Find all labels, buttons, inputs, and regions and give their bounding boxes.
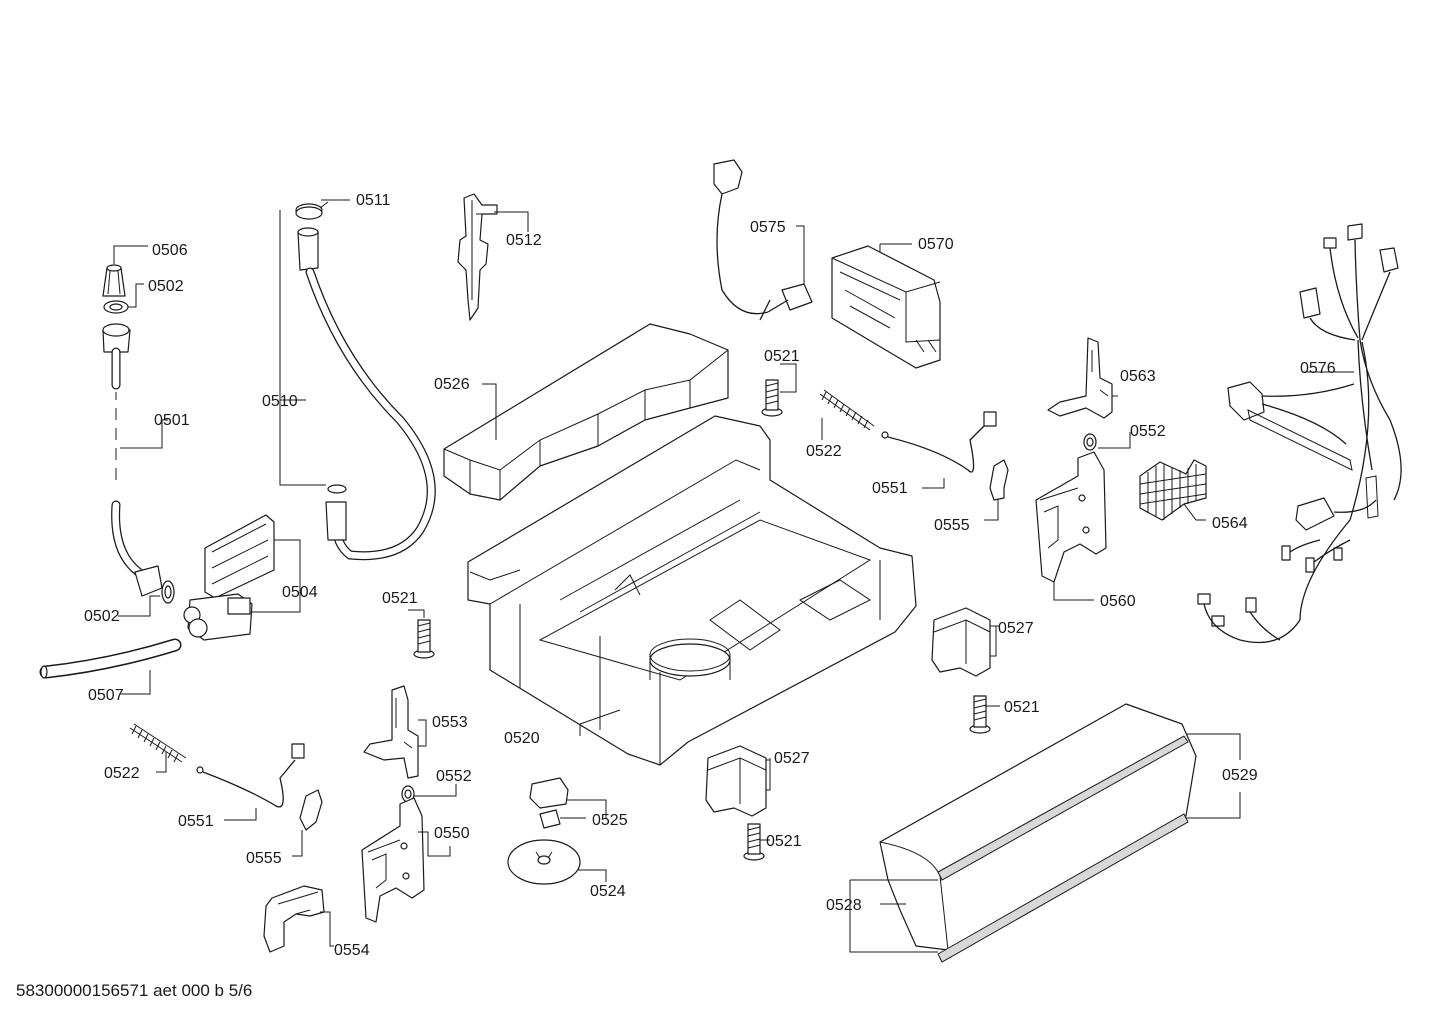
part-0555-clip-a — [989, 459, 1009, 501]
callout-0526: 0526 — [434, 376, 470, 393]
part-0512-rod — [457, 193, 498, 321]
callout-0504: 0504 — [282, 584, 318, 601]
callout-0554: 0554 — [334, 942, 370, 959]
part-0525-connector — [529, 777, 569, 829]
part-0510-drain-hose — [297, 227, 436, 561]
part-0528-strip-bottom — [937, 813, 1189, 963]
callout-0501: 0501 — [154, 412, 190, 429]
part-0521-screw-a — [761, 379, 783, 417]
part-0575-power-cord — [713, 159, 813, 321]
part-0552-nut-a — [1083, 433, 1097, 451]
callout-0512: 0512 — [506, 232, 542, 249]
part-0522-spring-a — [819, 389, 875, 431]
part-0551-sensor-b — [196, 743, 305, 808]
callout-0527: 0527 — [998, 620, 1034, 637]
callout-0507: 0507 — [88, 687, 124, 704]
callout-0522: 0522 — [104, 765, 140, 782]
document-id: 58300000156571 aet 000 b 5/6 — [16, 981, 253, 1000]
part-0555-clip-b — [299, 789, 323, 831]
part-0502-washer-bottom — [161, 580, 175, 604]
callout-0564: 0564 — [1212, 515, 1248, 532]
callout-0552: 0552 — [1130, 423, 1166, 440]
part-0506-cap — [102, 264, 126, 297]
part-0502-washer-top — [103, 300, 129, 314]
callout-0522: 0522 — [806, 443, 842, 460]
callout-0570: 0570 — [918, 236, 954, 253]
part-0528-strip-top — [937, 735, 1189, 881]
callout-0550: 0550 — [434, 825, 470, 842]
part-0570-control-module — [831, 245, 941, 369]
callout-labels: 0506 0502 0501 0502 0511 0510 0504 0507 … — [84, 192, 1336, 959]
callout-0553: 0553 — [432, 714, 468, 731]
callout-0555: 0555 — [934, 517, 970, 534]
part-0553-hinge — [363, 685, 419, 779]
part-0554-guide — [263, 885, 325, 953]
part-0564-grid-holder — [1139, 459, 1207, 521]
callout-0560: 0560 — [1100, 593, 1136, 610]
part-0520-base-tray — [467, 415, 917, 766]
callout-0575: 0575 — [750, 219, 786, 236]
callout-0510: 0510 — [262, 393, 298, 410]
part-0522-spring-b — [129, 723, 187, 763]
callout-0527: 0527 — [774, 750, 810, 767]
part-0521-screw-c — [969, 695, 991, 734]
callout-0502: 0502 — [84, 608, 120, 625]
callout-0551: 0551 — [872, 480, 908, 497]
part-0507-hose-piece — [39, 638, 182, 679]
callout-0524: 0524 — [590, 883, 626, 900]
part-0560-support — [1035, 451, 1107, 583]
part-0521-screw-b — [413, 619, 435, 659]
part-0527-foot-b — [705, 745, 767, 817]
callout-0502: 0502 — [148, 278, 184, 295]
callout-0552: 0552 — [436, 768, 472, 785]
callout-0576: 0576 — [1300, 360, 1336, 377]
callout-0529: 0529 — [1222, 767, 1258, 784]
part-0527-foot-a — [931, 607, 991, 677]
part-0504-valve-bracket — [183, 514, 275, 641]
callout-0521: 0521 — [1004, 699, 1040, 716]
callout-0511: 0511 — [356, 192, 391, 209]
leader-lines — [113, 199, 1354, 953]
part-0550-support — [361, 797, 425, 923]
callout-0563: 0563 — [1120, 368, 1156, 385]
callout-0555: 0555 — [246, 850, 282, 867]
callout-0521: 0521 — [382, 590, 418, 607]
part-0521-screw-d — [743, 823, 765, 861]
part-0511-clamp — [295, 201, 329, 220]
callout-0521: 0521 — [766, 833, 802, 850]
part-0529-plinth — [879, 703, 1197, 951]
callout-0528: 0528 — [826, 897, 862, 914]
part-0563-bracket — [1047, 337, 1113, 419]
callout-0551: 0551 — [178, 813, 214, 830]
part-0576-wire-harness — [1197, 223, 1402, 644]
callout-0520: 0520 — [504, 730, 540, 747]
callout-0525: 0525 — [592, 812, 628, 829]
callout-0521: 0521 — [764, 348, 800, 365]
callout-0506: 0506 — [152, 242, 188, 259]
part-0524-disc — [507, 839, 581, 885]
part-0526-cover — [443, 323, 729, 501]
part-0501-inlet-hose — [102, 323, 163, 597]
part-0551-sensor-a — [881, 411, 997, 473]
